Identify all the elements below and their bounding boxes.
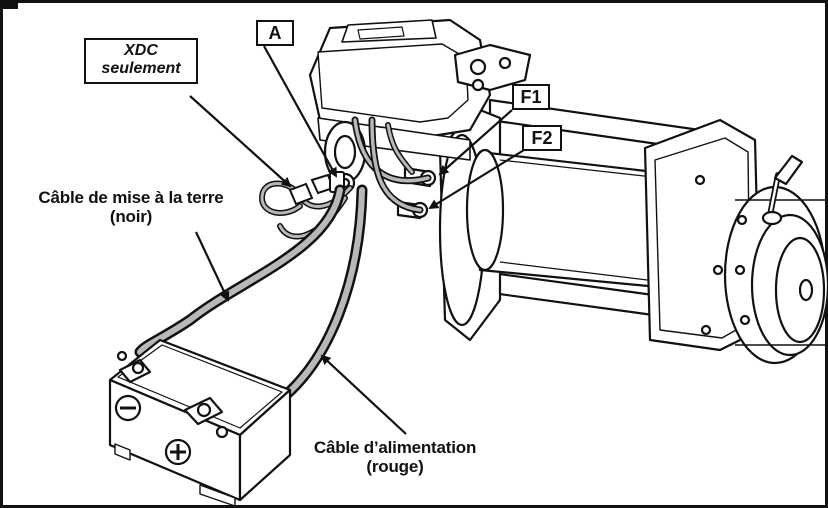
leader-power bbox=[320, 354, 407, 435]
control-wires bbox=[258, 116, 432, 240]
winch bbox=[308, 18, 828, 365]
callout-f1: F1 bbox=[512, 84, 550, 110]
ground-cable-label-line1: Câble de mise à la terre bbox=[38, 188, 224, 207]
callout-f2-text: F2 bbox=[531, 128, 553, 148]
ground-cable-label-line2: (noir) bbox=[109, 207, 153, 226]
ground-cable bbox=[134, 184, 346, 358]
callout-a: A bbox=[256, 20, 294, 46]
ground-cable-label: Câble de mise à la terre (noir) bbox=[6, 188, 256, 226]
power-cable-label-line2: (rouge) bbox=[366, 457, 424, 476]
leader-lines bbox=[189, 45, 525, 435]
corner-tab bbox=[0, 0, 18, 9]
leader-xdc bbox=[189, 95, 292, 188]
leader-f1 bbox=[438, 109, 513, 176]
xdc-note-line1: XDC bbox=[124, 42, 158, 59]
callout-f2: F2 bbox=[522, 125, 562, 151]
battery bbox=[108, 338, 292, 507]
callout-a-text: A bbox=[268, 23, 282, 43]
xdc-note-line2: seulement bbox=[101, 60, 181, 77]
power-cable-label: Câble d’alimentation (rouge) bbox=[290, 438, 500, 476]
leader-f2 bbox=[428, 149, 525, 210]
leader-a bbox=[263, 45, 337, 178]
power-cable-label-line1: Câble d’alimentation bbox=[313, 438, 477, 457]
xdc-note: XDC seulement bbox=[84, 38, 198, 84]
leader-ground bbox=[195, 231, 230, 302]
callout-f1-text: F1 bbox=[520, 87, 542, 107]
